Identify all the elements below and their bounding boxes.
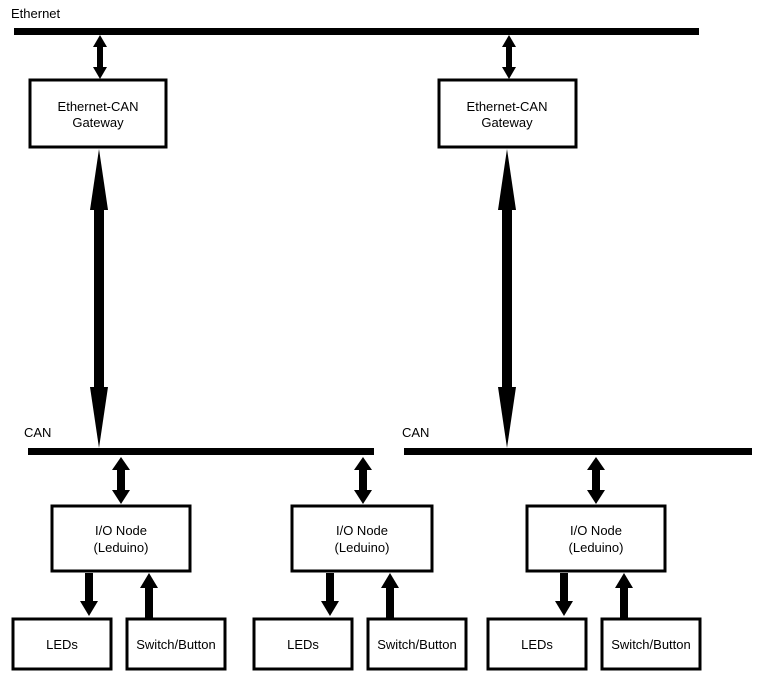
gateway-right-label-line2: Gateway bbox=[481, 115, 533, 130]
can-bus-left-label: CAN bbox=[24, 425, 51, 440]
leds-box-3-label: LEDs bbox=[521, 637, 553, 652]
io-node-3-can-arrow bbox=[587, 457, 605, 504]
io-node-1: I/O Node (Leduino) bbox=[50, 504, 192, 573]
io-node-2-leds-arrow bbox=[321, 573, 339, 616]
gateway-right: Ethernet-CAN Gateway bbox=[437, 78, 578, 149]
io-node-3-switch-arrow bbox=[615, 573, 633, 618]
can-bus-right-label: CAN bbox=[402, 425, 429, 440]
io-node-2-label-line1: I/O Node bbox=[336, 523, 388, 538]
gateway-right-can-arrow bbox=[498, 149, 516, 448]
io-node-2-label-line2: (Leduino) bbox=[335, 540, 390, 555]
io-node-2-switch-arrow bbox=[381, 573, 399, 618]
io-node-3-label-line1: I/O Node bbox=[570, 523, 622, 538]
leds-box-1: LEDs bbox=[11, 617, 113, 671]
gateway-left-label-line2: Gateway bbox=[72, 115, 124, 130]
io-node-3-leds-arrow bbox=[555, 573, 573, 616]
io-node-2: I/O Node (Leduino) bbox=[290, 504, 434, 573]
switch-box-1: Switch/Button bbox=[125, 617, 227, 671]
switch-box-1-label: Switch/Button bbox=[136, 637, 216, 652]
switch-box-2-label: Switch/Button bbox=[377, 637, 457, 652]
io-node-1-label-line1: I/O Node bbox=[95, 523, 147, 538]
io-node-1-leds-arrow bbox=[80, 573, 98, 616]
ethernet-bus-line bbox=[14, 28, 699, 35]
gateway-right-label-line1: Ethernet-CAN bbox=[467, 99, 548, 114]
leds-box-2: LEDs bbox=[252, 617, 354, 671]
leds-box-1-label: LEDs bbox=[46, 637, 78, 652]
can-bus-left-line bbox=[28, 448, 374, 455]
gateway-right-ethernet-arrow bbox=[502, 35, 516, 79]
gateway-left-can-arrow bbox=[90, 149, 108, 448]
leds-box-3: LEDs bbox=[486, 617, 588, 671]
leds-box-2-label: LEDs bbox=[287, 637, 319, 652]
switch-box-3-label: Switch/Button bbox=[611, 637, 691, 652]
gateway-left-ethernet-arrow bbox=[93, 35, 107, 79]
can-bus-right-line bbox=[404, 448, 752, 455]
io-node-3-label-line2: (Leduino) bbox=[569, 540, 624, 555]
switch-box-2: Switch/Button bbox=[366, 617, 468, 671]
gateway-left: Ethernet-CAN Gateway bbox=[28, 78, 168, 149]
io-node-3: I/O Node (Leduino) bbox=[525, 504, 667, 573]
switch-box-3: Switch/Button bbox=[600, 617, 702, 671]
ethernet-bus-label: Ethernet bbox=[11, 6, 61, 21]
io-node-1-switch-arrow bbox=[140, 573, 158, 618]
io-node-1-can-arrow bbox=[112, 457, 130, 504]
io-node-2-can-arrow bbox=[354, 457, 372, 504]
gateway-left-label-line1: Ethernet-CAN bbox=[58, 99, 139, 114]
io-node-1-label-line2: (Leduino) bbox=[94, 540, 149, 555]
